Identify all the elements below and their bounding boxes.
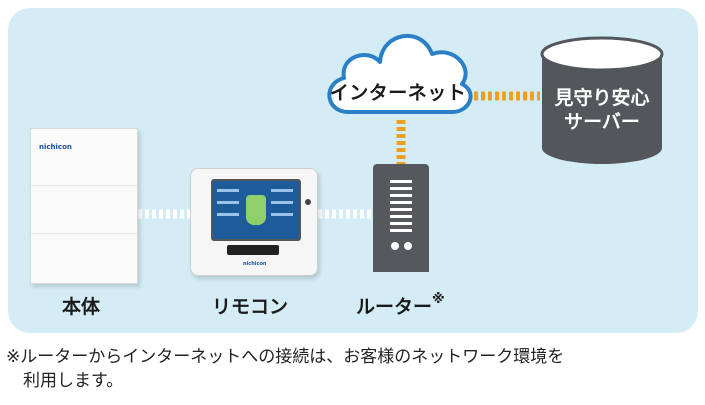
router-led bbox=[404, 242, 412, 250]
footnote-line2: 利用します。 bbox=[23, 371, 124, 391]
screen-cup-icon bbox=[246, 195, 266, 225]
unit-brand-logo: nichicon bbox=[39, 143, 72, 151]
internet-cloud-icon bbox=[327, 33, 473, 114]
router-vent bbox=[390, 187, 412, 190]
screen-menu-line bbox=[271, 213, 293, 216]
server-label: 見守り安心 サーバー bbox=[540, 86, 664, 134]
screen-menu-line bbox=[271, 189, 293, 192]
router-vent bbox=[390, 208, 412, 211]
screen-menu-line bbox=[217, 189, 239, 192]
router-led bbox=[391, 242, 399, 250]
router-vent bbox=[390, 180, 412, 183]
router-vent bbox=[390, 194, 412, 197]
router-footnote-mark: ※ bbox=[432, 292, 445, 307]
screen-menu-line bbox=[217, 213, 239, 216]
router-label: ルーター※ bbox=[356, 292, 445, 319]
remote-screen bbox=[211, 179, 301, 241]
footnote: ※ルーターからインターネットへの接続は、お客様のネットワーク環境を 利用します。 bbox=[6, 345, 696, 393]
router-vent bbox=[390, 215, 412, 218]
main-unit-image: nichicon bbox=[30, 128, 138, 284]
footnote-line1: ※ルーターからインターネットへの接続は、お客様のネットワーク環境を bbox=[6, 347, 565, 367]
screen-menu-line bbox=[271, 201, 293, 204]
unit-panel-line bbox=[31, 185, 137, 186]
main-unit-label: 本体 bbox=[62, 296, 101, 318]
remote-brand-logo: nichicon bbox=[243, 261, 267, 267]
server-database-icon bbox=[540, 36, 664, 164]
remote-label: リモコン bbox=[212, 296, 289, 318]
router-vent bbox=[390, 222, 412, 225]
remote-controller-image: nichicon bbox=[190, 168, 318, 276]
screen-menu-line bbox=[217, 201, 239, 204]
server-label-line2: サーバー bbox=[564, 111, 640, 133]
router-icon bbox=[373, 164, 429, 272]
internet-label: インターネット bbox=[329, 82, 467, 104]
remote-status-strip bbox=[227, 245, 279, 255]
router-vent bbox=[390, 201, 412, 204]
router-vent bbox=[390, 229, 412, 232]
server-label-line1: 見守り安心 bbox=[554, 87, 650, 109]
remote-knob bbox=[305, 199, 311, 205]
unit-panel-line bbox=[31, 233, 137, 234]
router-label-text: ルーター bbox=[356, 296, 433, 318]
